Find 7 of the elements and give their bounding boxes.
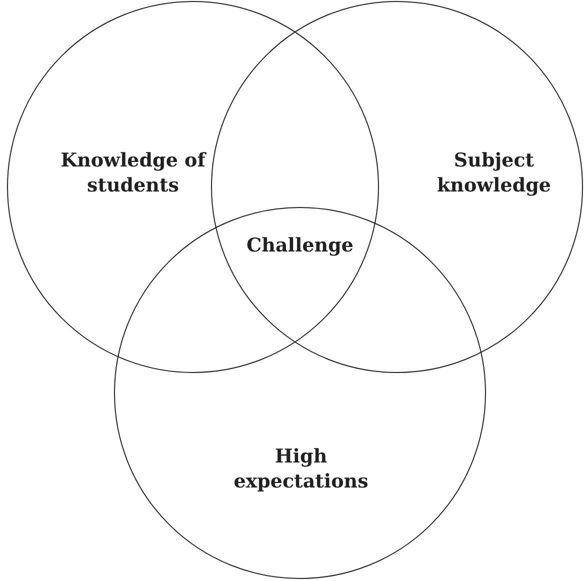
- circle-label: Subject knowledge: [436, 148, 552, 198]
- overlap-label: Challenge: [246, 234, 354, 258]
- circle-label: High expectations: [232, 444, 370, 494]
- venn-circle: [7, 1, 379, 373]
- venn-circle: [211, 1, 583, 373]
- circle-label: Knowledge of students: [60, 148, 208, 198]
- venn-circle: [114, 207, 486, 579]
